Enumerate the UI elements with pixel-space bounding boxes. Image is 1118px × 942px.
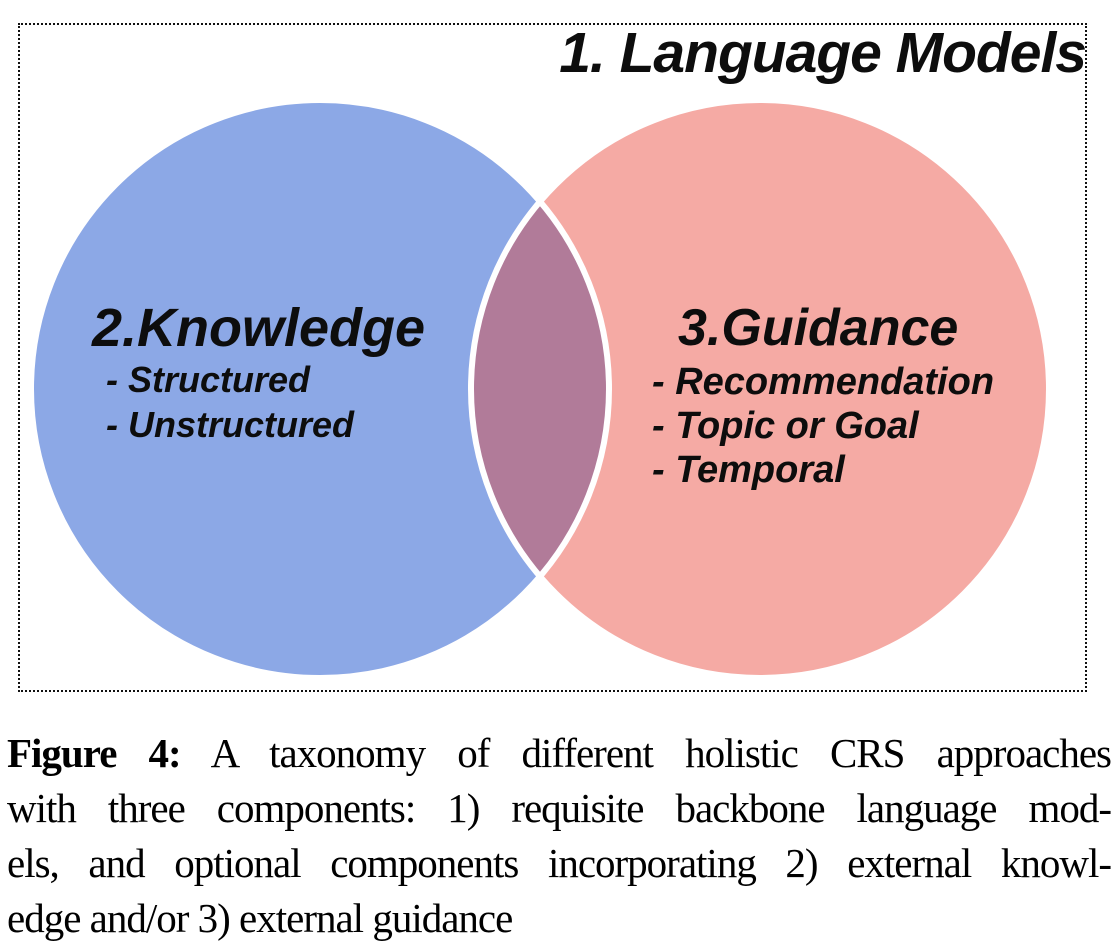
knowledge-item-structured: - Structured bbox=[106, 359, 311, 400]
knowledge-circle bbox=[31, 100, 609, 678]
guidance-item-topic-or-goal: - Topic or Goal bbox=[652, 405, 919, 447]
figure-caption: Figure 4: A taxonomy of different holist… bbox=[7, 726, 1112, 942]
caption-line-1-text: A taxonomy of different holistic CRS app… bbox=[180, 730, 1112, 776]
knowledge-circle-outline bbox=[28, 97, 612, 681]
guidance-circle-outline bbox=[468, 97, 1052, 681]
caption-line-2: with three components: 1) requisite back… bbox=[7, 785, 1112, 831]
guidance-item-recommendation: - Recommendation bbox=[652, 361, 995, 403]
guidance-label: 3.Guidance bbox=[678, 299, 959, 357]
caption-figure-label: Figure 4: bbox=[7, 730, 182, 776]
guidance-items: - Recommendation - Topic or Goal - Tempo… bbox=[652, 360, 994, 492]
caption-line-3: els, and optional components incorporati… bbox=[7, 840, 1112, 886]
guidance-circle bbox=[471, 100, 1049, 678]
knowledge-label: 2.Knowledge bbox=[92, 298, 426, 358]
knowledge-items: - Structured - Unstructured bbox=[106, 357, 354, 447]
guidance-item-temporal: - Temporal bbox=[652, 449, 845, 491]
overlap-lens bbox=[471, 201, 609, 577]
caption-line-1: Figure 4: A taxonomy of different holist… bbox=[7, 726, 1112, 781]
caption-line-4: edge and/or 3) external guidance bbox=[7, 895, 513, 941]
knowledge-item-unstructured: - Unstructured bbox=[106, 404, 355, 445]
language-models-title: 1. Language Models bbox=[559, 21, 1087, 85]
